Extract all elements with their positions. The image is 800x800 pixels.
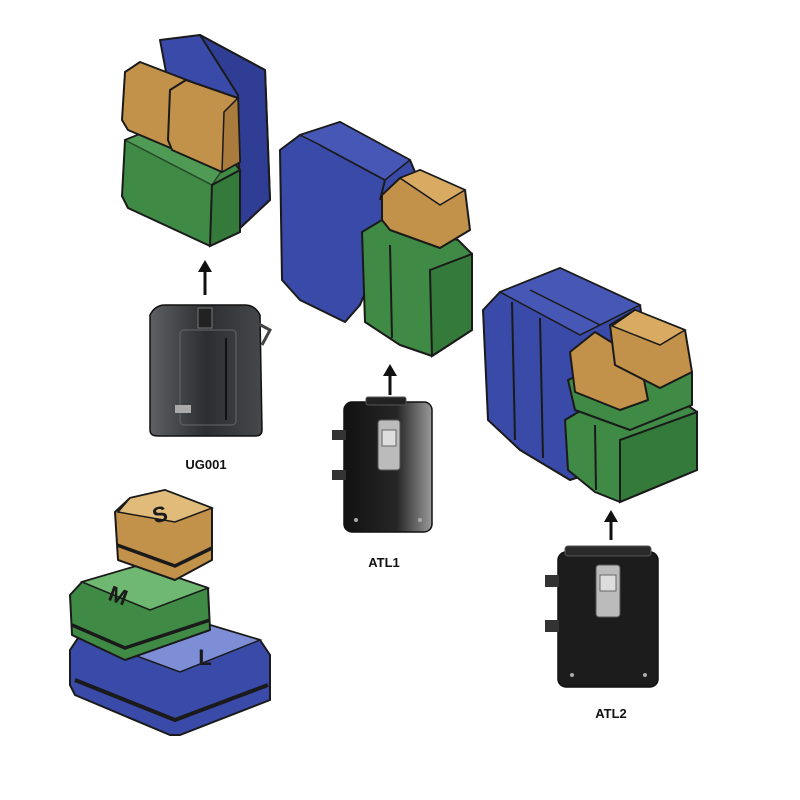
label-ug001: UG001 xyxy=(185,457,226,472)
label-atl2: ATL2 xyxy=(595,706,627,721)
letter-l: L xyxy=(198,645,211,670)
dry-bag-icon xyxy=(149,304,273,437)
letter-s: S xyxy=(150,501,171,529)
label-atl1: ATL1 xyxy=(368,555,400,570)
legend-medium-cube: M xyxy=(69,564,211,661)
atl1-packing-block xyxy=(279,121,473,358)
aluminum-pannier-icon xyxy=(545,545,659,688)
size-legend: L M S xyxy=(69,489,271,736)
aluminum-pannier-icon xyxy=(332,396,433,533)
ug001-packing-block xyxy=(121,34,271,248)
small-cube-tan xyxy=(569,331,649,411)
legend-small-cube: S xyxy=(114,489,215,581)
atl2-packing-block xyxy=(482,267,698,504)
